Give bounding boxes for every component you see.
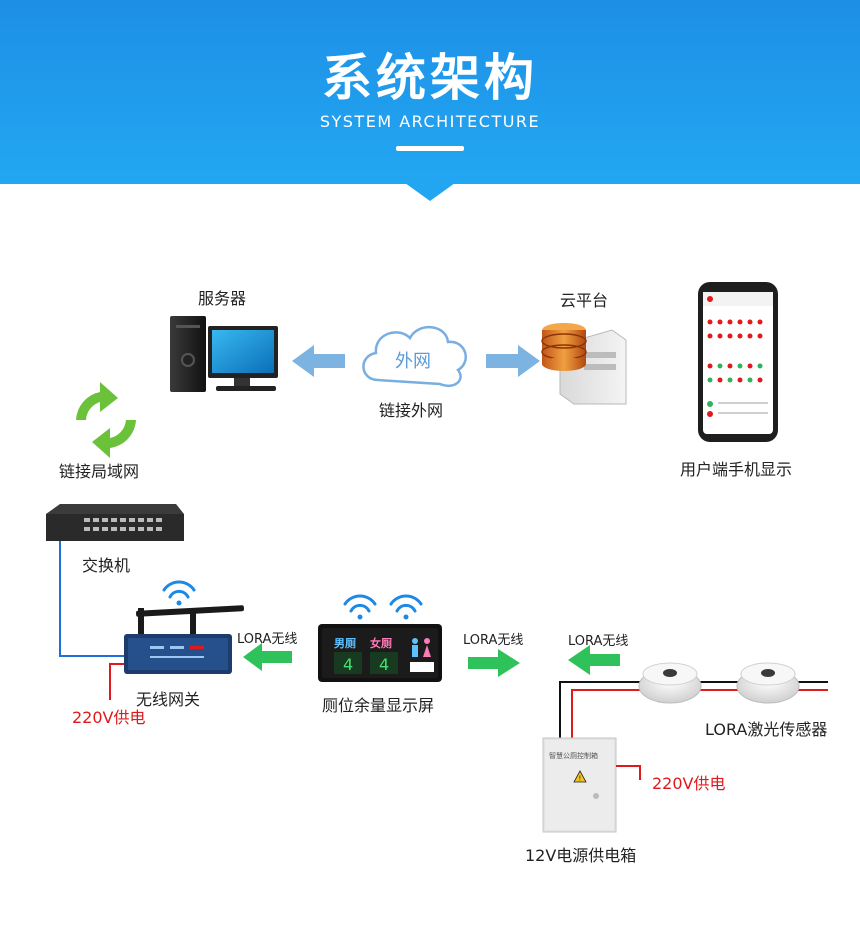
arrow-to-gateway	[243, 643, 292, 671]
svg-text:!: !	[579, 775, 582, 783]
arrow-display-right	[468, 649, 520, 677]
gateway-device-icon	[124, 605, 244, 674]
power-box-title: 智慧公厕控制箱	[549, 751, 598, 760]
powerbox-power-line	[616, 765, 641, 780]
display-screen-label: 厕位余量显示屏	[322, 696, 435, 715]
restroom-sign-icon	[410, 638, 434, 672]
title-underline	[396, 146, 464, 151]
cloud-icon	[362, 325, 467, 387]
banner-notch	[405, 183, 455, 201]
warning-triangle-icon	[573, 770, 587, 783]
page-subtitle: SYSTEM ARCHITECTURE	[319, 112, 541, 131]
mobile-display-label: 用户端手机显示	[680, 460, 793, 479]
display-screen-device: 男厕 女厕 4 4	[318, 624, 442, 682]
link-external-label: 链接外网	[379, 401, 444, 420]
lora-label-1: LORA无线	[237, 632, 298, 647]
power-box-icon: 智慧公厕控制箱 !	[542, 737, 617, 833]
gateway-power-label: 220V供电	[72, 708, 146, 727]
display-female-count: 4	[379, 655, 389, 674]
wifi-icon-display-2	[389, 594, 423, 620]
server-label: 服务器	[198, 289, 247, 308]
powerbox-power-label: 220V供电	[652, 774, 726, 793]
sensor-label: LORA激光传感器	[705, 720, 828, 739]
switch-icon	[46, 504, 184, 541]
display-female-label: 女厕	[370, 636, 392, 650]
wifi-icon-display-1	[343, 594, 377, 620]
server-icon	[170, 316, 278, 392]
header-banner	[0, 0, 860, 184]
arrow-to-server	[292, 345, 345, 377]
power-box-label: 12V电源供电箱	[525, 846, 637, 865]
page-title: 系统架构	[322, 49, 538, 107]
arrow-from-sensors	[568, 645, 620, 675]
switch-label: 交换机	[82, 556, 131, 575]
display-male-count: 4	[343, 655, 353, 674]
phone-restroom-grid	[707, 319, 768, 417]
lora-label-2: LORA无线	[463, 633, 524, 648]
link-lan-label: 链接局域网	[59, 462, 140, 481]
cloud-platform-label: 云平台	[560, 291, 609, 310]
external-network-label: 外网	[395, 351, 431, 372]
arrow-to-cloud	[486, 345, 540, 377]
laser-sensor-1	[638, 662, 702, 704]
lora-label-3: LORA无线	[568, 634, 629, 649]
lan-cable-line	[59, 541, 132, 657]
lan-refresh-icon	[76, 382, 136, 458]
laser-sensor-2	[736, 662, 800, 704]
wifi-icon-gateway	[162, 580, 196, 606]
cloud-platform-icon	[541, 323, 627, 405]
gateway-label: 无线网关	[136, 690, 201, 709]
phone-icon	[698, 282, 778, 442]
display-male-label: 男厕	[334, 637, 356, 650]
